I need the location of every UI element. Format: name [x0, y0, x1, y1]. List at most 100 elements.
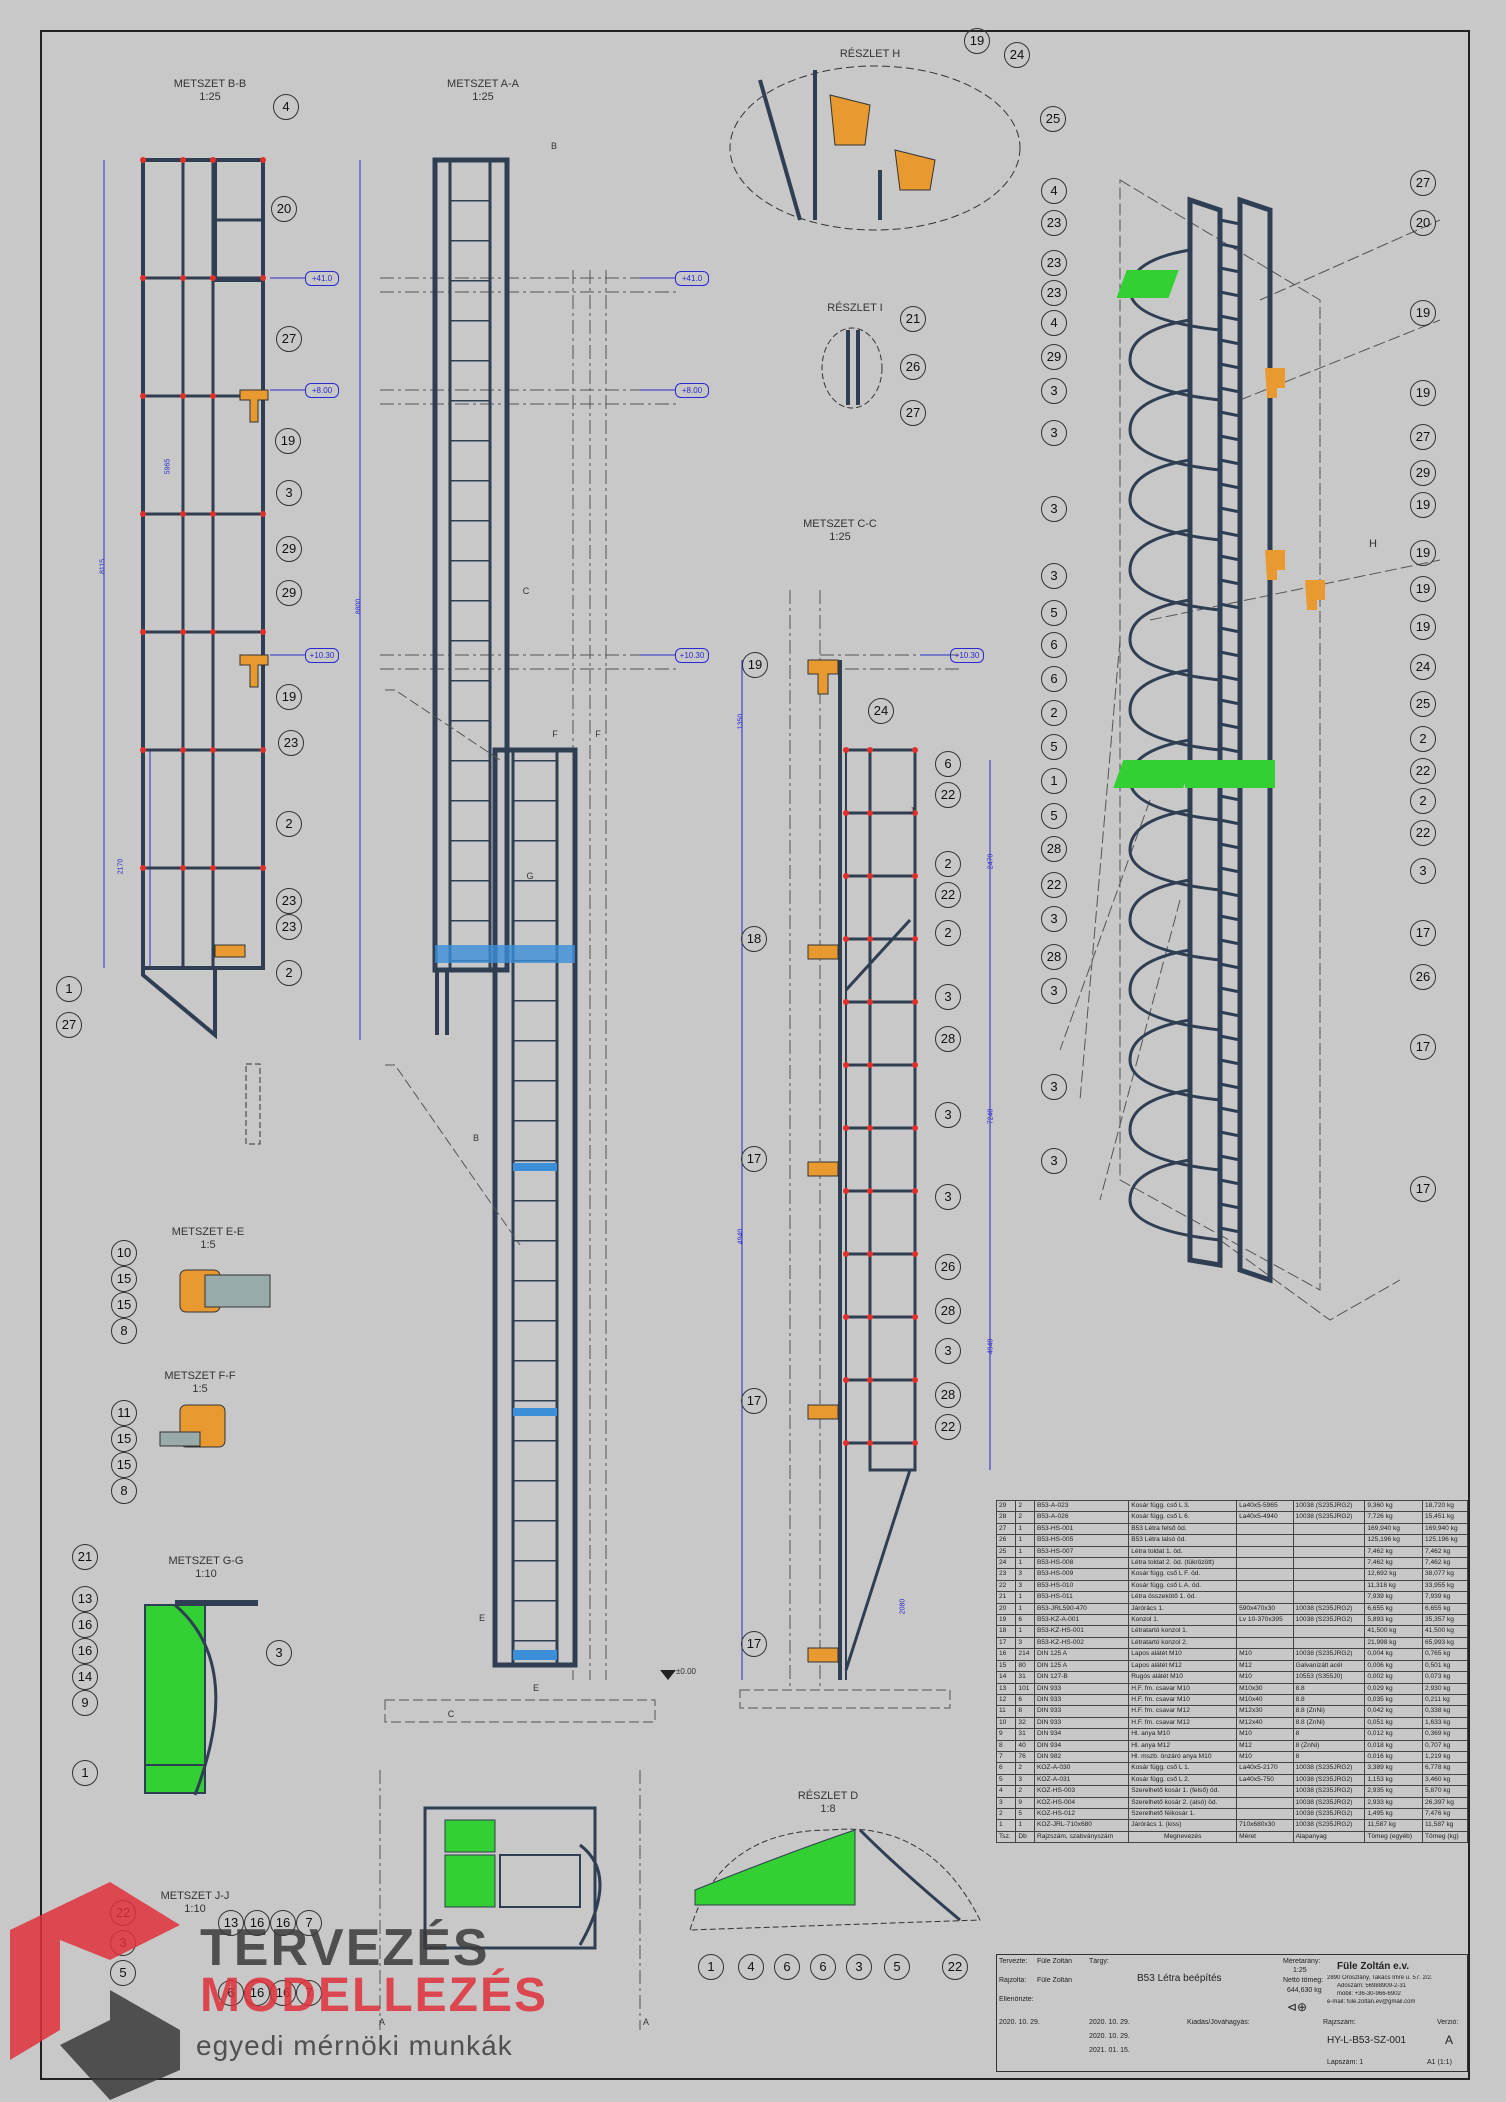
bom-cell: 2 — [1015, 1511, 1035, 1524]
ladder-rung — [1219, 218, 1241, 226]
ladder-rung — [1219, 242, 1241, 250]
bom-cell: DIN 125 A — [1033, 1648, 1130, 1661]
weld-point — [180, 393, 186, 399]
weld-point — [843, 1188, 849, 1194]
title-bb-scale: 1:25 — [199, 91, 221, 103]
weld-point — [180, 629, 186, 635]
callout-bubble-iso_right: 3 — [1410, 858, 1436, 884]
ladder-rung — [1219, 962, 1241, 970]
section-mark: C — [522, 586, 530, 596]
ladder-rung — [1219, 266, 1241, 274]
bom-cell: KOZ-HS-004 — [1033, 1796, 1130, 1809]
bom-cell — [1236, 1545, 1294, 1559]
bom-cell — [1292, 1522, 1366, 1536]
bom-cell: 8 — [995, 1739, 1017, 1752]
bom-cell: 26 — [995, 1534, 1017, 1547]
weld-point — [867, 999, 873, 1005]
callout-bubble-iso_right: 22 — [1410, 820, 1436, 846]
ladder-rung — [1219, 458, 1241, 466]
bom-cell: 35,357 kg — [1422, 1614, 1468, 1627]
bom-cell: 22 — [995, 1579, 1017, 1593]
bom-cell: 8 — [1015, 1705, 1035, 1718]
callout-bubble-cc_right: 22 — [935, 782, 961, 808]
targy-value: B53 Létra beépítés — [1137, 1973, 1222, 1984]
bom-cell: 3 — [1015, 1568, 1035, 1581]
ladder-rung — [1219, 1010, 1241, 1018]
callout-bubble-iso_left: 1 — [1041, 768, 1067, 794]
bom-cell: H.F. fm. csavar M10 — [1128, 1682, 1238, 1695]
company-name: Füle Zoltán e.v. — [1337, 1961, 1410, 1972]
bom-cell: Kosár függ. cső L 3. — [1128, 1499, 1238, 1513]
bom-cell: 10038 (S235JRG2) — [1292, 1762, 1366, 1775]
bom-cell: 125,196 kg — [1364, 1534, 1423, 1547]
bom-cell: 7,462 kg — [1422, 1545, 1468, 1559]
callout-bubble-iso_right: 20 — [1410, 210, 1436, 236]
dimension: 2170 — [117, 858, 125, 875]
weld-point — [912, 1377, 918, 1383]
callout-bubble-gg: 1 — [72, 1760, 98, 1786]
callout-bubble-gg: 16 — [72, 1612, 98, 1638]
section-cc — [739, 590, 991, 1709]
bom-cell: 5 — [1015, 1807, 1035, 1821]
callout-bubble-d: 22 — [942, 1954, 968, 1980]
tervezte-label: Tervezte: — [999, 1958, 1028, 1965]
bom-cell: 1 — [1015, 1625, 1035, 1638]
bom-header-cell: Tömeg (egyéb) — [1364, 1830, 1423, 1844]
hoop-ring — [1128, 808, 1221, 892]
tomeg-value: 644,630 kg — [1287, 1987, 1322, 1994]
bom-cell: 8.8 (ZnNi) — [1292, 1705, 1366, 1718]
hoop-ring — [1128, 1018, 1221, 1102]
bom-cell: 0,211 kg — [1422, 1693, 1468, 1707]
callout-bubble-iso_left: 3 — [1041, 496, 1067, 522]
callout-bubble-bb: 4 — [273, 94, 299, 120]
section-ff — [159, 1404, 226, 1448]
weld-point — [867, 747, 873, 753]
projection-symbol-icon: ⊲⊕ — [1287, 2000, 1308, 2014]
date-2: 2020. 10. 29. — [1089, 2019, 1130, 2026]
section-mark: F — [552, 729, 558, 739]
bom-cell: 26,397 kg — [1422, 1796, 1468, 1809]
callout-bubble-iso_right: 19 — [1410, 540, 1436, 566]
bom-cell: 2 — [1015, 1499, 1035, 1513]
bom-cell: 125,196 kg — [1422, 1534, 1468, 1547]
bom-cell: 1,633 kg — [1422, 1716, 1468, 1730]
weld-point — [843, 1062, 849, 1068]
bom-cell: M10 — [1236, 1648, 1294, 1661]
bom-cell: KOZ-A-030 — [1033, 1762, 1130, 1775]
callout-bubble-gg: 3 — [266, 1640, 292, 1666]
bom-cell: Szerelhető féikosár 1. — [1128, 1807, 1238, 1821]
bom-cell: 10038 (S235JRG2) — [1292, 1796, 1366, 1809]
bom-cell: M10 — [1236, 1671, 1294, 1684]
weld-point — [912, 810, 918, 816]
callout-bubble-iso_left: 3 — [1041, 1074, 1067, 1100]
weld-point — [867, 1440, 873, 1446]
callout-bubble-iso_right: 19 — [1410, 300, 1436, 326]
elevation-aa-top: +41.0 — [675, 271, 709, 286]
ladder-rung — [1219, 746, 1241, 754]
bom-cell: 15 — [995, 1659, 1017, 1673]
bom-cell: 65,993 kg — [1422, 1636, 1468, 1650]
bom-cell: 0,016 kg — [1364, 1750, 1423, 1764]
bom-cell: H.F. fm. csavar M12 — [1128, 1705, 1238, 1718]
callout-bubble-cc_right: 3 — [935, 984, 961, 1010]
bom-cell — [1236, 1807, 1294, 1821]
rajzolta-value: Füle Zoltán — [1037, 1977, 1073, 1984]
bom-cell: 7 — [995, 1750, 1017, 1764]
weld-point — [843, 810, 849, 816]
weld-point — [140, 747, 146, 753]
callout-bubble-bb: 3 — [276, 480, 302, 506]
dimension: 2080 — [899, 1598, 907, 1615]
bom-cell: 6,655 kg — [1364, 1602, 1423, 1616]
dimension: 4940 — [987, 1338, 995, 1355]
weld-point — [140, 393, 146, 399]
elevation-ground: ±0.00 — [676, 1667, 696, 1676]
